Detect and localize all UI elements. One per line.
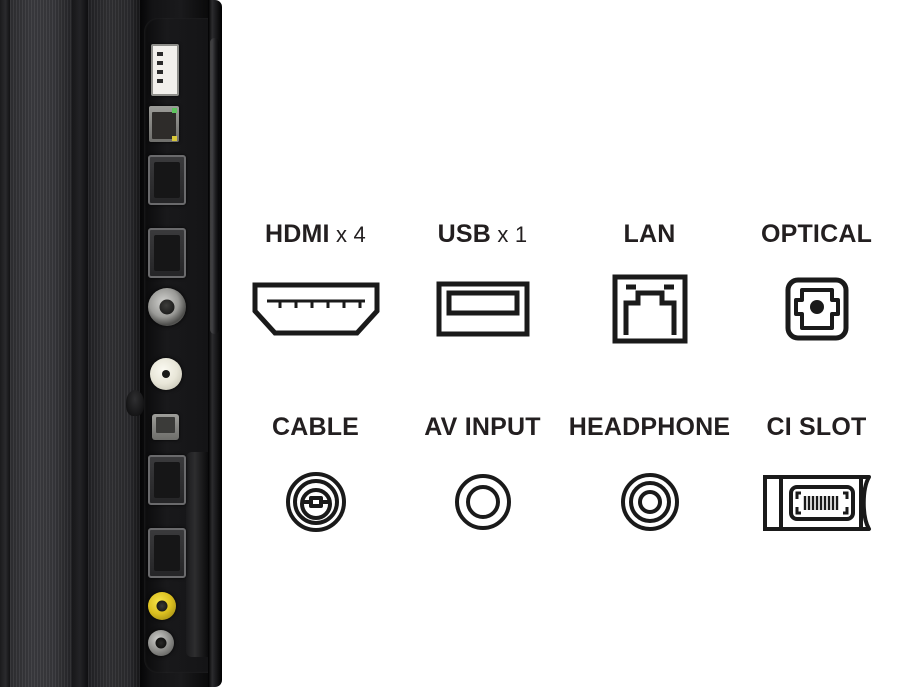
headphone-icon xyxy=(620,466,680,538)
photo-headphone-jack xyxy=(148,630,174,656)
spec-label-cable: CABLE xyxy=(272,415,359,440)
photo-av-rca-jack xyxy=(148,592,176,620)
hdmi-icon xyxy=(251,273,381,345)
spec-label-headphone-text: HEADPHONE xyxy=(568,413,731,441)
spec-cell-ci-slot: CI SLOT xyxy=(733,415,900,538)
photo-usb-port xyxy=(151,44,179,96)
tv-back-panel-brushed-2 xyxy=(88,0,140,687)
spec-label-cable-text: CABLE xyxy=(271,413,360,441)
spec-label-ci-slot-text: CI SLOT xyxy=(766,413,867,441)
usb-icon xyxy=(435,273,531,345)
cable-icon xyxy=(285,466,347,538)
av-input-icon xyxy=(454,466,512,538)
spec-label-av-input-text: AV INPUT xyxy=(424,413,541,441)
spec-label-usb: USB x 1 xyxy=(438,222,528,247)
spec-label-lan-text: LAN xyxy=(623,220,676,248)
spec-cell-hdmi: HDMI x 4 xyxy=(232,222,399,345)
ci-slot-icon xyxy=(761,466,873,538)
spec-label-optical-text: OPTICAL xyxy=(760,220,873,248)
photo-coax-connector xyxy=(148,288,186,326)
spec-cell-optical: OPTICAL xyxy=(733,222,900,345)
lan-icon xyxy=(611,273,689,345)
tv-side-rim xyxy=(208,0,222,687)
tv-side-panel-photo xyxy=(0,0,232,687)
spec-label-optical: OPTICAL xyxy=(761,222,872,247)
spec-label-lan: LAN xyxy=(624,222,676,247)
optical-icon xyxy=(784,273,850,345)
spec-label-hdmi-text: HDMI xyxy=(265,220,330,248)
spec-cell-av-input: AV INPUT xyxy=(399,415,566,538)
spec-label-hdmi-count: x 4 xyxy=(329,222,366,247)
spec-row-1: HDMI x 4 USB x 1 xyxy=(232,222,900,345)
photo-lan-port xyxy=(149,106,179,142)
spec-cell-cable: CABLE xyxy=(232,415,399,538)
spec-cell-usb: USB x 1 xyxy=(399,222,566,345)
photo-hdmi-port-3 xyxy=(148,455,186,505)
spec-label-headphone: HEADPHONE xyxy=(569,415,731,440)
tv-back-panel-brushed xyxy=(10,0,72,687)
tv-panel-seam xyxy=(72,0,88,687)
tv-rim-highlight-lower xyxy=(186,452,208,657)
spec-label-usb-text: USB xyxy=(437,220,492,248)
lan-led-green-icon xyxy=(172,108,177,113)
photo-cable-clip xyxy=(126,390,144,416)
photo-hdmi-port-2 xyxy=(148,228,186,278)
spec-label-hdmi: HDMI x 4 xyxy=(265,222,366,247)
spec-label-ci-slot: CI SLOT xyxy=(766,415,866,440)
spec-row-2: CABLE AV INPUT HEADPHONE xyxy=(232,415,900,538)
tv-bezel-edge xyxy=(0,0,10,687)
spec-cell-lan: LAN xyxy=(566,222,733,345)
photo-optical-port xyxy=(152,414,179,440)
photo-hdmi-port-1 xyxy=(148,155,186,205)
tv-rim-highlight xyxy=(210,38,219,334)
lan-led-yellow-icon xyxy=(172,136,177,141)
photo-hdmi-port-4 xyxy=(148,528,186,578)
photo-antenna-port xyxy=(150,358,182,390)
spec-label-usb-count: x 1 xyxy=(491,222,528,247)
connector-spec-grid: HDMI x 4 USB x 1 xyxy=(232,0,900,687)
spec-label-av-input: AV INPUT xyxy=(424,415,540,440)
spec-cell-headphone: HEADPHONE xyxy=(566,415,733,538)
